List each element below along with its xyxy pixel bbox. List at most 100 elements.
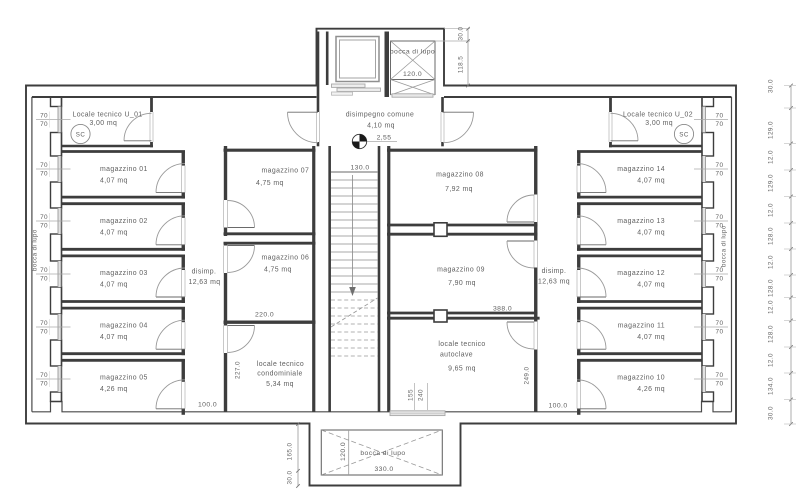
svg-text:155: 155 [408,389,415,401]
svg-text:4,75 mq: 4,75 mq [256,180,284,187]
svg-text:magazzino 05: magazzino 05 [100,375,148,382]
svg-text:70: 70 [40,214,48,221]
svg-text:70: 70 [716,328,724,335]
svg-text:4,26 mq: 4,26 mq [100,386,128,393]
svg-text:locale tecnico: locale tecnico [257,361,304,368]
svg-text:12,63 mq: 12,63 mq [189,279,221,286]
svg-text:129.0: 129.0 [768,174,775,192]
svg-text:Locale tecnico U_01: Locale tecnico U_01 [73,112,143,119]
svg-text:70: 70 [716,267,724,274]
svg-text:30.0: 30.0 [458,26,465,40]
svg-text:disimpegno comune: disimpegno comune [346,112,414,119]
svg-text:magazzino 13: magazzino 13 [617,218,665,225]
svg-text:7,90 mq: 7,90 mq [448,280,476,287]
svg-text:70: 70 [40,267,48,274]
svg-text:70: 70 [40,372,48,379]
svg-text:4,07 mq: 4,07 mq [100,282,128,289]
svg-text:magazzino 08: magazzino 08 [436,172,484,179]
svg-text:70: 70 [716,162,724,169]
svg-text:70: 70 [40,380,48,387]
svg-text:4,07 mq: 4,07 mq [637,282,665,289]
svg-text:Locale tecnico U_02: Locale tecnico U_02 [623,112,693,119]
svg-text:70: 70 [716,222,724,229]
svg-text:magazzino 14: magazzino 14 [617,166,665,173]
svg-text:70: 70 [716,214,724,221]
svg-text:388.0: 388.0 [493,306,512,313]
svg-text:3,00 mq: 3,00 mq [645,120,673,127]
svg-text:134.0: 134.0 [768,377,775,395]
svg-text:magazzino 03: magazzino 03 [100,270,148,277]
svg-text:128.0: 128.0 [768,279,775,297]
svg-text:disimp.: disimp. [192,269,217,276]
svg-text:12.0: 12.0 [768,300,775,314]
svg-text:4,07 mq: 4,07 mq [637,334,665,341]
svg-text:128.0: 128.0 [768,227,775,245]
svg-text:bocca di lupo: bocca di lupo [360,450,405,457]
svg-text:70: 70 [716,380,724,387]
svg-text:129.0: 129.0 [768,121,775,139]
svg-text:165.0: 165.0 [287,442,294,460]
svg-text:12.0: 12.0 [768,150,775,164]
svg-text:30.0: 30.0 [287,470,294,484]
svg-text:magazzino 04: magazzino 04 [100,322,148,329]
svg-text:220.0: 220.0 [255,312,274,319]
svg-text:5,34 mq: 5,34 mq [266,381,294,388]
svg-text:118.5: 118.5 [458,56,465,74]
svg-text:magazzino 01: magazzino 01 [100,166,148,173]
svg-text:30.0: 30.0 [768,79,775,93]
svg-text:70: 70 [40,121,48,128]
svg-text:4,07 mq: 4,07 mq [637,230,665,237]
svg-text:120.0: 120.0 [403,71,422,78]
svg-text:30.0: 30.0 [768,406,775,420]
svg-text:magazzino 07: magazzino 07 [262,168,310,175]
svg-text:SC: SC [679,132,689,139]
svg-text:227.0: 227.0 [235,361,242,379]
svg-text:SC: SC [76,132,86,139]
svg-text:120.0: 120.0 [340,442,347,461]
svg-text:disimp.: disimp. [542,268,567,275]
svg-text:70: 70 [40,162,48,169]
svg-text:3,00 mq: 3,00 mq [90,120,118,127]
svg-text:magazzino 09: magazzino 09 [437,267,485,274]
svg-text:100.0: 100.0 [548,403,567,410]
svg-text:70: 70 [716,372,724,379]
svg-text:100.0: 100.0 [198,402,217,409]
svg-text:magazzino 12: magazzino 12 [617,270,665,277]
svg-text:70: 70 [716,275,724,282]
svg-text:4,07 mq: 4,07 mq [100,177,128,184]
svg-text:70: 70 [40,320,48,327]
svg-text:70: 70 [716,320,724,327]
svg-text:autoclave: autoclave [440,352,473,359]
svg-text:bocca di lupo: bocca di lupo [32,229,39,271]
svg-text:bocca di lupo: bocca di lupo [390,49,435,56]
svg-text:70: 70 [40,222,48,229]
svg-text:9,65 mq: 9,65 mq [448,366,476,373]
svg-text:70: 70 [40,275,48,282]
svg-text:magazzino 02: magazzino 02 [100,218,148,225]
svg-text:70: 70 [40,170,48,177]
svg-text:4,10 mq: 4,10 mq [367,123,395,130]
svg-text:130.0: 130.0 [350,165,369,172]
svg-text:magazzino 11: magazzino 11 [618,322,665,329]
svg-text:12,63 mq: 12,63 mq [538,279,570,286]
svg-text:128.0: 128.0 [768,325,775,343]
svg-text:249.0: 249.0 [524,366,531,384]
svg-text:7,92 mq: 7,92 mq [445,186,473,193]
svg-text:70: 70 [716,121,724,128]
svg-text:magazzino 06: magazzino 06 [262,255,310,262]
svg-text:70: 70 [716,113,724,120]
svg-text:condominiale: condominiale [257,371,302,378]
svg-text:4,07 mq: 4,07 mq [100,334,128,341]
svg-text:4,26 mq: 4,26 mq [637,386,665,393]
svg-text:70: 70 [716,170,724,177]
svg-text:70: 70 [40,328,48,335]
svg-text:magazzino 10: magazzino 10 [617,375,665,382]
svg-text:12.0: 12.0 [768,203,775,217]
svg-text:locale tecnico: locale tecnico [438,341,485,348]
svg-text:4,07 mq: 4,07 mq [637,177,665,184]
svg-text:4,07 mq: 4,07 mq [100,230,128,237]
svg-text:240: 240 [418,389,425,401]
svg-text:12.0: 12.0 [768,255,775,269]
svg-text:330.0: 330.0 [374,466,393,473]
svg-text:70: 70 [40,113,48,120]
